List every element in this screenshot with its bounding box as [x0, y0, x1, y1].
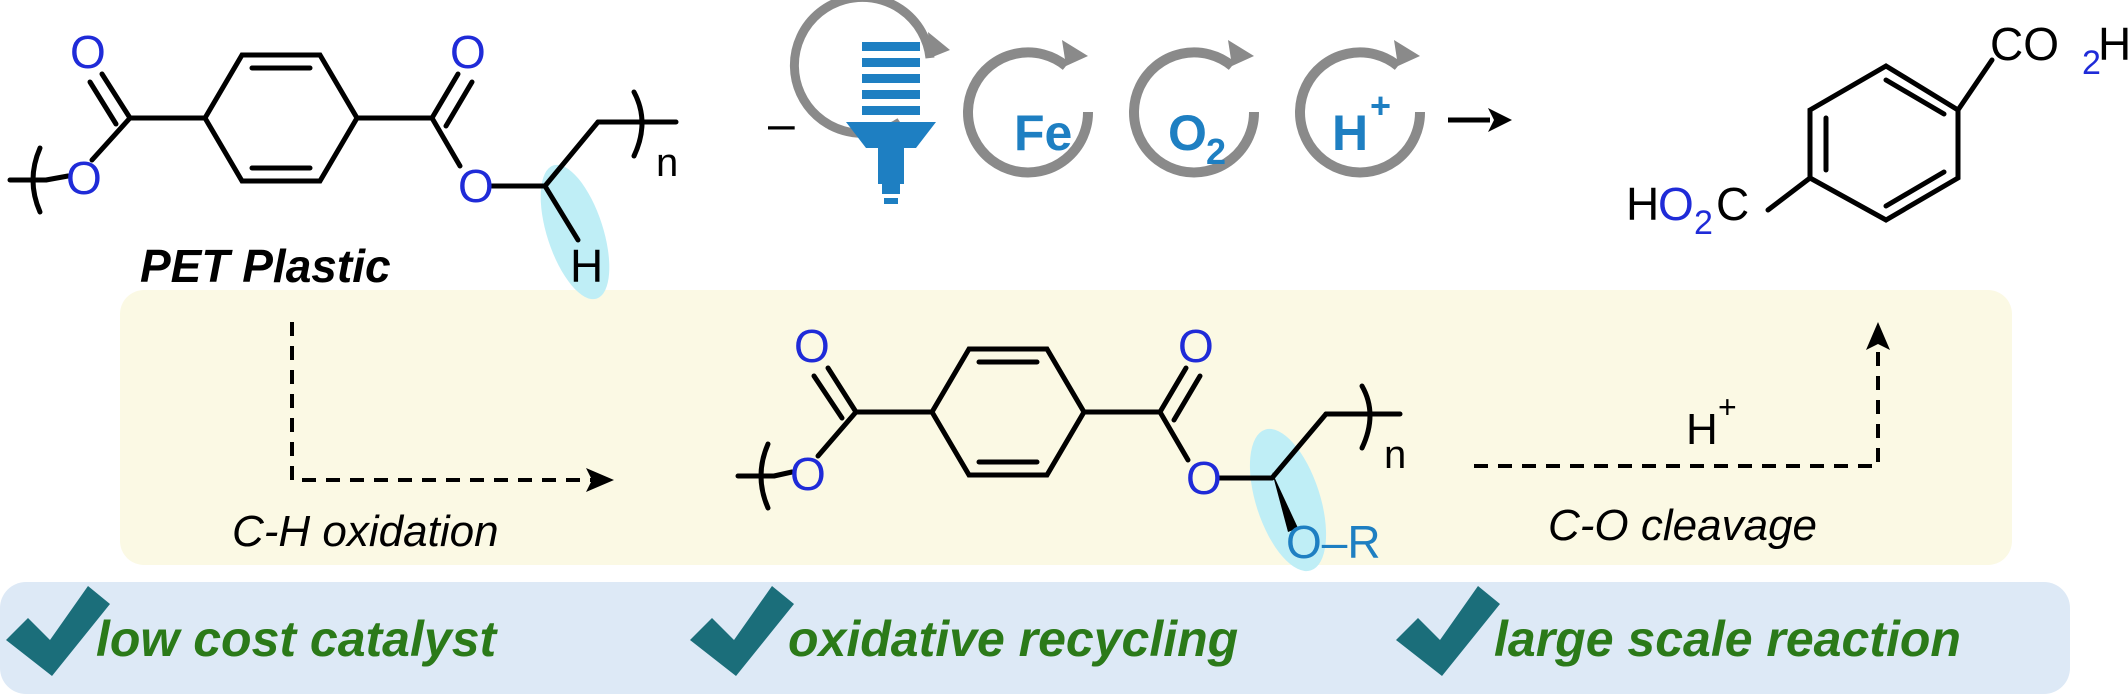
co-highlight: [1249, 428, 1327, 572]
checkmark-icon: [690, 586, 794, 676]
product-left-sub: 2: [1694, 204, 1713, 242]
acid-label: H: [1332, 105, 1368, 161]
pet-repeat-index: n: [656, 141, 678, 185]
intermediate-structure: O O O O O–R n: [735, 320, 1406, 572]
conditions-dash: –: [768, 98, 795, 151]
feature-1-label: low cost catalyst: [96, 611, 498, 667]
pet-name-label: PET Plastic: [140, 240, 391, 292]
pet-ester-o-left: O: [66, 152, 102, 204]
fe-catalyst-label: Fe: [1014, 105, 1072, 161]
int-carbonyl-o-right: O: [1178, 320, 1214, 372]
feature-3: large scale reaction: [1396, 586, 1961, 676]
pet-hydrogen: H: [570, 240, 603, 292]
acid-cycle: H +: [1295, 40, 1426, 178]
product-top-sub: 2: [2082, 44, 2101, 82]
step2-reagent-sup: +: [1718, 389, 1737, 425]
int-repeat-index: n: [1384, 433, 1406, 477]
checkmark-icon: [6, 586, 110, 676]
feature-2-label: oxidative recycling: [788, 611, 1238, 667]
int-ester-o-right: O: [1186, 452, 1222, 504]
product-top-co: CO: [1990, 18, 2059, 70]
step1-label: C-H oxidation: [232, 507, 499, 556]
step2-reagent: H: [1686, 405, 1718, 454]
oxygen-cycle: O 2: [1129, 40, 1260, 178]
acid-superscript: +: [1370, 85, 1391, 126]
pet-carbonyl-o-left: O: [70, 26, 106, 78]
product-top-h: H: [2098, 18, 2128, 70]
pet-ester-o-right: O: [458, 160, 494, 212]
int-carbonyl-o-left: O: [794, 320, 830, 372]
feature-1: low cost catalyst: [6, 586, 498, 676]
fe-catalyst-cycle: Fe: [963, 40, 1094, 178]
checkmark-icon: [1396, 586, 1500, 676]
reaction-panel: [120, 290, 2012, 565]
oxygen-subscript: 2: [1206, 131, 1226, 172]
int-substituent: O–R: [1286, 516, 1381, 568]
oxidation-step-arrow: [290, 322, 614, 492]
feature-3-label: large scale reaction: [1494, 611, 1961, 667]
feature-2: oxidative recycling: [690, 586, 1238, 676]
oxygen-label: O: [1168, 105, 1207, 161]
forward-arrow: [1448, 108, 1512, 132]
product-top-c: CO: [1990, 18, 2059, 70]
terephthalic-acid: CO 2 H H O 2 C: [1626, 18, 2128, 242]
step2-label: C-O cleavage: [1548, 501, 1817, 550]
product-left-c: C: [1716, 178, 1749, 230]
pet-carbonyl-o-right: O: [450, 26, 486, 78]
pet-structure: O O O O H n PET Plastic: [7, 26, 679, 300]
int-ester-o-left: O: [790, 448, 826, 500]
cleavage-step-arrow: [1474, 322, 1890, 468]
product-left-o: O: [1658, 178, 1694, 230]
features-band: [0, 582, 2070, 694]
lightbulb-icon: [789, 0, 950, 204]
product-left-h: H: [1626, 178, 1659, 230]
